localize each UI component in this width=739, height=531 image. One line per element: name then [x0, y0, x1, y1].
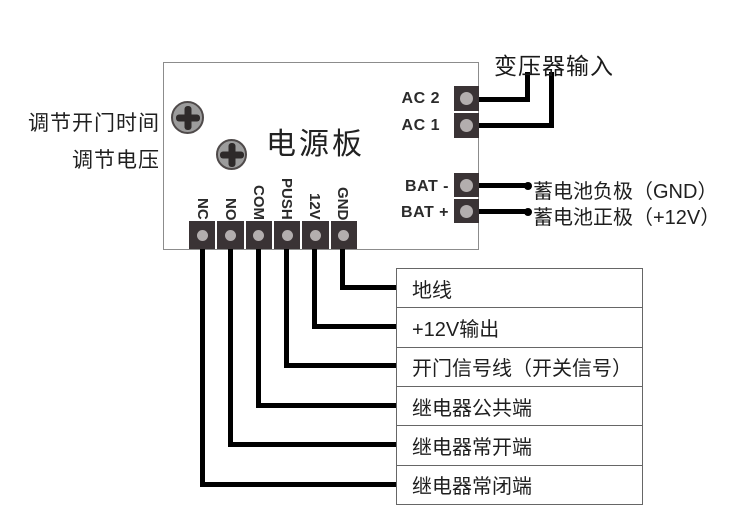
bat-minus-label: BAT -: [405, 178, 449, 195]
terminal-pin-icon: [224, 229, 236, 241]
wire-com-horizontal: [256, 403, 396, 408]
terminal-push: [273, 221, 301, 249]
battery-positive-label: 蓄电池正极（+12V）: [533, 207, 721, 229]
terminal-pin-icon: [460, 92, 473, 105]
wire-ac2-vertical: [525, 72, 530, 102]
terminal-pin-icon: [253, 229, 265, 241]
terminal-label-gnd: GND: [334, 186, 351, 220]
terminal-com: [245, 221, 272, 249]
ac1-label: AC 1: [401, 117, 440, 134]
bottom-terminal-strip: [189, 221, 357, 249]
terminal-label-push: PUSH: [278, 178, 295, 220]
table-row: +12V输出: [397, 307, 642, 346]
terminal-pin-icon: [281, 229, 293, 241]
terminal-pin-icon: [338, 229, 350, 241]
adjust-door-time-label: 调节开门时间: [28, 112, 160, 135]
wire-push-horizontal: [284, 363, 396, 368]
wire-12v-horizontal: [312, 324, 396, 329]
wire-com-vertical: [256, 244, 261, 408]
terminal-label-com: COM: [250, 185, 267, 220]
terminal-label-no: NO: [222, 197, 239, 221]
terminal-nc: [189, 221, 216, 249]
wire-gnd-vertical: [340, 244, 345, 290]
terminal-no: [217, 221, 244, 249]
terminal-ac1: [454, 113, 479, 138]
connection-table: 地线 +12V输出 开门信号线（开关信号） 继电器公共端 继电器常开端 继电器常…: [396, 268, 643, 505]
terminal-pin-icon: [460, 204, 473, 218]
wire-12v-vertical: [312, 244, 317, 329]
terminal-gnd: [330, 221, 357, 249]
bat-terminal-block: [454, 173, 479, 223]
terminal-bat-positive: [454, 199, 479, 223]
wire-ac2-horizontal: [466, 97, 530, 102]
wire-gnd-horizontal: [340, 285, 396, 290]
terminal-12v: [302, 221, 329, 249]
time-potentiometer-icon: [171, 101, 204, 134]
wire-bat-negative: [466, 183, 526, 188]
terminal-pin-icon: [460, 119, 473, 132]
terminal-pin-icon: [309, 229, 321, 241]
wire-bat-positive: [466, 209, 526, 214]
terminal-ac2: [454, 86, 479, 111]
transformer-input-label: 变压器输入: [494, 53, 614, 79]
pot-cross-bar: [184, 105, 191, 130]
ac2-label: AC 2: [401, 90, 440, 107]
table-row: 继电器常闭端: [397, 464, 642, 504]
table-row: 继电器常开端: [397, 425, 642, 464]
terminal-bat-negative: [454, 173, 479, 197]
table-row: 地线: [412, 279, 452, 302]
wire-ac1-horizontal: [466, 123, 554, 128]
table-row: 继电器公共端: [397, 385, 642, 425]
terminal-label-nc: NC: [194, 198, 211, 220]
battery-negative-label: 蓄电池负极（GND）: [533, 181, 718, 203]
voltage-potentiometer-icon: [216, 139, 247, 170]
terminal-pin-icon: [460, 178, 473, 192]
adjust-voltage-label: 调节电压: [72, 149, 160, 172]
power-board-outline: [163, 62, 479, 250]
wire-push-vertical: [284, 244, 289, 368]
board-title: 电源板: [266, 128, 365, 161]
terminal-pin-icon: [196, 229, 208, 241]
wire-no-horizontal: [228, 442, 396, 447]
wire-nc-horizontal: [200, 482, 396, 487]
wire-endpoint-dot: [524, 182, 532, 190]
table-row: 开门信号线（开关信号）: [397, 346, 642, 386]
bat-plus-label: BAT +: [401, 204, 449, 221]
pot-cross-bar: [228, 142, 235, 167]
wire-ac1-vertical: [549, 72, 554, 128]
wire-endpoint-dot: [524, 208, 532, 216]
ac-terminal-block: [454, 86, 479, 138]
wire-nc-vertical: [200, 244, 205, 487]
wire-no-vertical: [228, 244, 233, 447]
terminal-label-12v: 12V: [306, 193, 323, 220]
